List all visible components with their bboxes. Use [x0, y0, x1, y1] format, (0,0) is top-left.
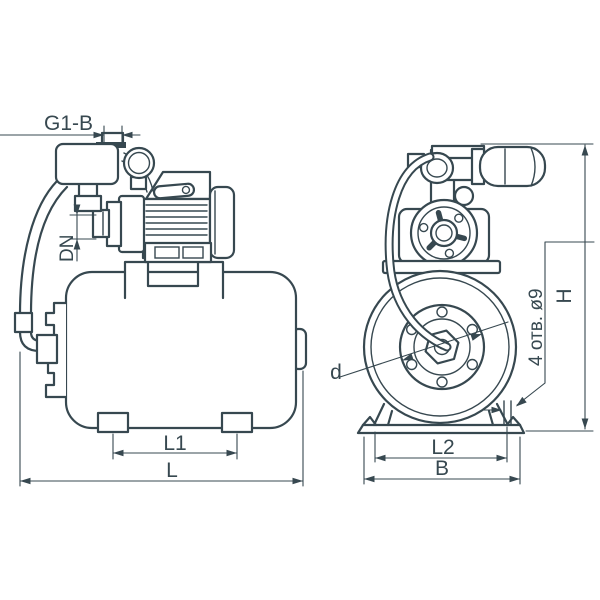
dim-h: H [480, 143, 594, 432]
carry-handle [152, 182, 196, 200]
pump-casing [117, 194, 146, 254]
tank-foot-left [96, 411, 130, 434]
dim-holes: 4 отв. ø9 [483, 241, 595, 414]
front-view: d 4 отв. ø9 H L2 B [330, 143, 595, 485]
pump-motor-side [73, 146, 236, 264]
pump-bracket [123, 260, 225, 300]
motor-end-cap [208, 185, 236, 260]
manifold-lower [73, 194, 103, 213]
side-view: G1-B DN L1 L [0, 112, 308, 487]
capacitor [478, 145, 547, 188]
dim-l1: L1 [112, 432, 238, 460]
dim-d: d [330, 321, 509, 384]
top-assembly-front [406, 144, 547, 210]
foot-hole [503, 400, 512, 425]
drain-valve [35, 333, 59, 365]
base-stand [356, 400, 526, 435]
dim-l2: L2 [374, 426, 508, 463]
dim-l: L [19, 351, 304, 487]
label-h: H [553, 288, 576, 303]
label-dn: DN [57, 235, 78, 262]
label-l1: L1 [163, 432, 186, 455]
pump-inlet-port [91, 208, 111, 239]
label-holes: 4 отв. ø9 [526, 288, 547, 366]
label-l2: L2 [431, 436, 454, 459]
dim-b: B [363, 436, 521, 485]
cooling-fins [145, 204, 208, 236]
hose-fitting [13, 311, 34, 334]
label-d: d [330, 361, 342, 384]
pressure-switch-side [54, 131, 126, 186]
hose-front [384, 152, 452, 352]
flange-front [398, 303, 486, 391]
label-l: L [166, 459, 178, 482]
suction-hose [13, 179, 69, 353]
pressure-switch-box [54, 142, 120, 186]
dim-g1b: G1-B [0, 112, 141, 144]
label-b: B [435, 457, 449, 480]
tank-foot-right [220, 411, 254, 434]
lifting-eye [453, 185, 475, 207]
tank-flange-connection [35, 301, 68, 399]
label-g1b: G1-B [44, 112, 93, 135]
dim-dn: DN [57, 204, 97, 262]
hex-plug [424, 329, 460, 365]
